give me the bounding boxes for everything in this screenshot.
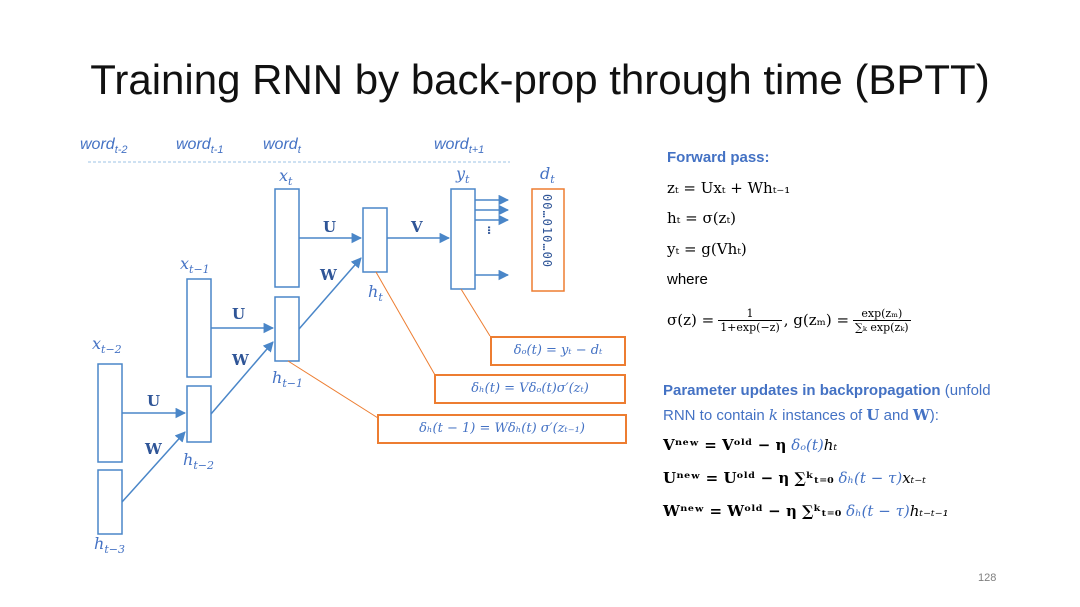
forward-pass-heading: Forward pass: xyxy=(667,149,770,166)
subheading-w: W xyxy=(912,406,930,424)
forward-eq-z: zₜ = Uxₜ + Whₜ₋₁ xyxy=(667,179,791,197)
word-label-t+1: wordt+1 xyxy=(434,136,485,157)
connector-delta-h xyxy=(375,271,436,376)
slide-title: Training RNN by back-prop through time (… xyxy=(90,56,990,103)
v-update-delta: δₒ(t) xyxy=(791,436,824,454)
u-update-eq: Uⁿᵉʷ = Uᵒˡᵈ − η ∑ᵏₜ₌₀ δₕ(t − τ)xₜ₋ₜ xyxy=(663,469,926,487)
x-label-t-1: xt−1 xyxy=(180,254,210,277)
g-denominator: ∑ₖ exp(zₖ) xyxy=(855,320,909,334)
sigma-denominator: 1+exp(−z) xyxy=(720,320,780,334)
sigma-numerator: 1 xyxy=(718,307,782,321)
g-lhs: , g(zₘ) = xyxy=(783,311,850,329)
weight-u-label-3: U xyxy=(323,218,337,236)
h-label-t: ht xyxy=(368,282,383,305)
weight-u-label-2: U xyxy=(232,305,246,323)
subheading-k: k xyxy=(768,406,778,424)
word-label-t-1: wordt-1 xyxy=(176,136,224,157)
h-label-t-3: ht−3 xyxy=(94,534,125,557)
u-update-end: xₜ₋ₜ xyxy=(902,469,926,487)
page-number: 128 xyxy=(978,572,997,584)
target-vector: 00…010…00 xyxy=(540,194,554,269)
output-dots: … xyxy=(484,226,500,236)
param-updates-subheading: RNN to contain k instances of U and W): xyxy=(663,406,939,424)
y-box-t xyxy=(450,188,476,290)
weight-w-label-2: W xyxy=(232,351,249,369)
w-update-eq: Wⁿᵉʷ = Wᵒˡᵈ − η ∑ᵏₜ₌₀ δₕ(t − τ)hₜ₋ₜ₋₁ xyxy=(663,502,949,520)
connector-delta-h-prev xyxy=(287,360,379,419)
v-update-end: hₜ xyxy=(823,436,838,454)
forward-eq-y: yₜ = g(Vhₜ) xyxy=(667,240,747,258)
d-box-t xyxy=(531,188,565,292)
d-label-t: dt xyxy=(540,164,555,187)
word-label-t-2: wordt-2 xyxy=(80,136,128,157)
delta-h-prev-box: δₕ(t − 1) = Wδₕ(t) σ′(zₜ₋₁) xyxy=(377,414,627,444)
h-box-t-1 xyxy=(274,296,300,362)
v-update-lhs: Vⁿᵉʷ = Vᵒˡᵈ − η xyxy=(663,436,787,454)
subheading-part-a: RNN to contain xyxy=(663,407,769,424)
x-box-t xyxy=(274,188,300,288)
x-box-t-1 xyxy=(186,278,212,378)
connector-delta-o xyxy=(460,288,491,337)
param-updates-heading-rest: (unfold xyxy=(940,382,991,399)
x-box-t-2 xyxy=(97,363,123,463)
subheading-u: U xyxy=(866,406,880,424)
w-arrow-3 xyxy=(298,257,362,330)
h-label-t-1: ht−1 xyxy=(272,368,303,391)
h-label-t-2: ht−2 xyxy=(183,450,214,473)
g-fraction: exp(zₘ) ∑ₖ exp(zₖ) xyxy=(853,307,911,334)
sigma-lhs: σ(z) = xyxy=(667,311,715,329)
subheading-part-b: instances of xyxy=(777,407,867,424)
sigma-fraction: 1 1+exp(−z) xyxy=(718,307,782,334)
w-update-end: hₜ₋ₜ₋₁ xyxy=(909,502,949,520)
delta-o-box: δₒ(t) = yₜ − dₜ xyxy=(490,336,626,366)
weight-u-label-1: U xyxy=(147,392,161,410)
weight-v-label: V xyxy=(411,218,423,236)
u-update-delta: δₕ(t − τ) xyxy=(838,469,903,487)
param-updates-heading-bold: Parameter updates in backpropagation xyxy=(663,382,941,399)
h-box-t-2 xyxy=(186,385,212,443)
u-update-lhs: Uⁿᵉʷ = Uᵒˡᵈ − η ∑ᵏₜ₌₀ xyxy=(663,469,834,487)
y-label-t: yt xyxy=(456,164,470,187)
forward-eq-h: hₜ = σ(zₜ) xyxy=(667,209,737,227)
delta-h-box: δₕ(t) = Vδₒ(t)σ′(zₜ) xyxy=(434,374,626,404)
x-label-t: xt xyxy=(279,166,293,189)
h-box-t xyxy=(362,207,388,273)
weight-w-label-1: W xyxy=(145,440,162,458)
w-update-delta: δₕ(t − τ) xyxy=(846,502,910,520)
v-update-eq: Vⁿᵉʷ = Vᵒˡᵈ − η δₒ(t)hₜ xyxy=(663,436,837,454)
w-update-lhs: Wⁿᵉʷ = Wᵒˡᵈ − η ∑ᵏₜ₌₀ xyxy=(663,502,842,520)
h-box-t-3 xyxy=(97,469,123,535)
param-updates-heading: Parameter updates in backpropagation (un… xyxy=(663,382,991,399)
w-arrow-1 xyxy=(121,431,186,503)
subheading-and: and xyxy=(879,407,913,424)
word-label-t: wordt xyxy=(263,136,301,157)
w-arrow-2 xyxy=(210,341,274,415)
x-label-t-2: xt−2 xyxy=(92,334,122,357)
where-label: where xyxy=(667,271,708,288)
activation-functions: σ(z) = 1 1+exp(−z) , g(zₘ) = exp(zₘ) ∑ₖ … xyxy=(667,300,911,340)
weight-w-label-3: W xyxy=(320,266,337,284)
g-numerator: exp(zₘ) xyxy=(853,307,911,321)
subheading-end: ): xyxy=(929,407,939,424)
